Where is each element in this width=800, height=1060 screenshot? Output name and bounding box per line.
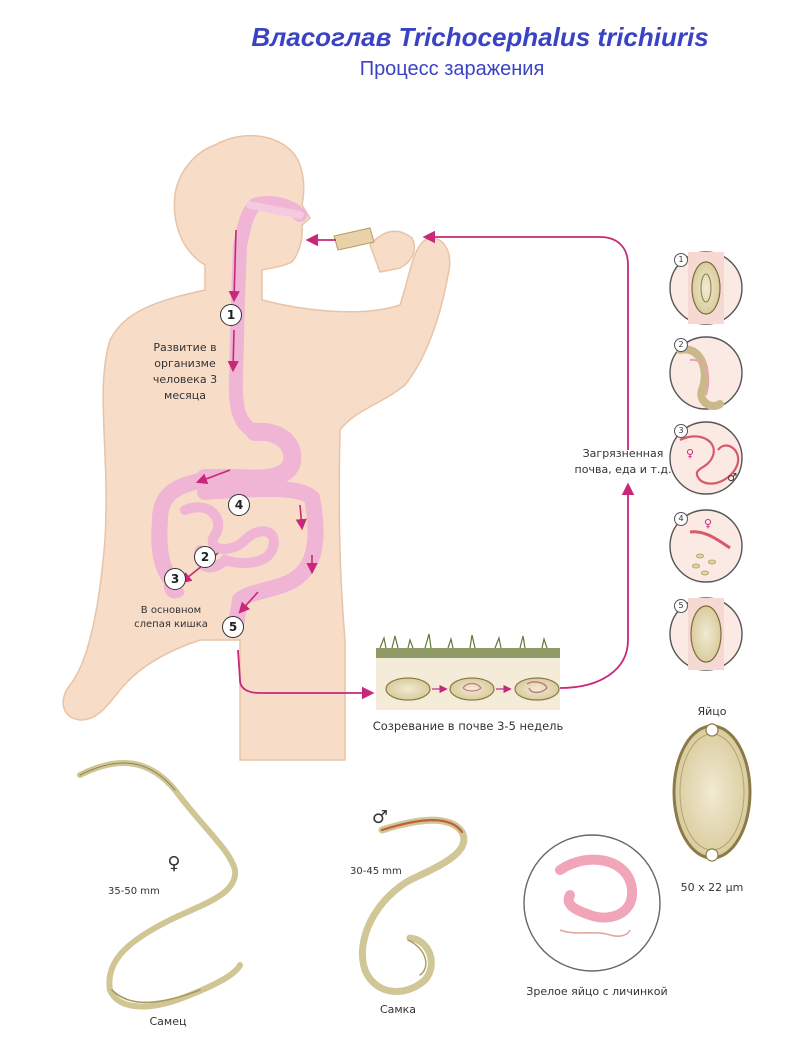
female-worm-illustration [358, 816, 468, 995]
larva-circle [523, 834, 661, 972]
soil-panel [376, 633, 560, 710]
stage-1-marker: 1 [220, 304, 242, 326]
stage4-female-symbol-icon: ♀ [703, 517, 713, 530]
stage-2-circle [669, 336, 743, 411]
circle-1-number: 1 [674, 253, 688, 267]
female-caption: Самка [379, 1003, 417, 1016]
stage-3-marker: 3 [164, 568, 186, 590]
food-icon [333, 227, 375, 251]
stage-circles [669, 251, 743, 671]
human-body [62, 134, 451, 761]
stage-2-marker: 2 [194, 546, 216, 568]
female-size-label: 30-45 mm [350, 866, 402, 877]
digestive-tract [151, 196, 324, 633]
male-caption: Самец [149, 1015, 187, 1028]
stage-3-circle [669, 421, 743, 495]
cecum-label: В основном слепая кишка [134, 605, 208, 630]
contaminated-label: Загрязненная почва, еда и т.д. [574, 447, 672, 476]
stage-4-marker: 4 [228, 494, 250, 516]
stage-4-circle [669, 509, 743, 583]
female-symbol-icon: ♀ [167, 853, 181, 874]
development-label: Развитие в организме человека 3 месяца [152, 341, 218, 402]
male-symbol-icon: ♂ [371, 807, 389, 828]
page-title: Власоглав Trichocephalus trichiuris [251, 22, 709, 52]
circle-4-number: 4 [674, 512, 688, 526]
cycle-arrows [237, 230, 635, 700]
egg-title: Яйцо [697, 705, 727, 718]
circle-2-number: 2 [674, 338, 688, 352]
stage-5-circle [669, 597, 743, 671]
stage-1-circle [669, 251, 743, 325]
circle-5-number: 5 [674, 599, 688, 613]
stage3-male-symbol-icon: ♂ [727, 471, 737, 484]
male-size-label: 35-50 mm [108, 886, 160, 897]
egg-illustration [672, 723, 752, 862]
stage3-female-symbol-icon: ♀ [685, 447, 695, 460]
page-subtitle: Процесс заражения [359, 58, 545, 80]
circle-3-number: 3 [674, 424, 688, 438]
larva-caption: Зрелое яйцо с личинкой [526, 985, 668, 998]
male-worm-illustration [77, 760, 243, 1010]
stage-5-marker: 5 [222, 616, 244, 638]
soil-maturation-label: Созревание в почве 3-5 недель [372, 719, 564, 733]
egg-size-label: 50 x 22 µm [680, 881, 744, 894]
